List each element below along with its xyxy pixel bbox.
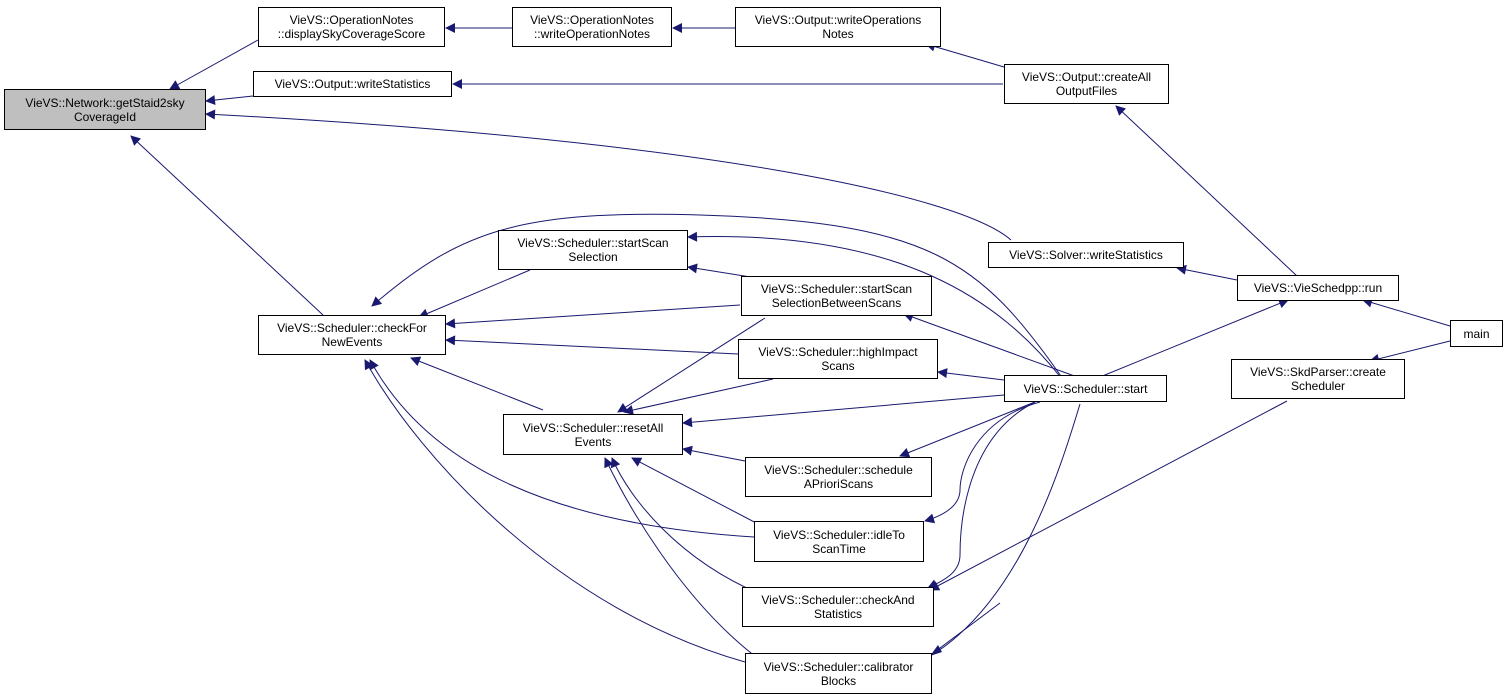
edge-start-to-startscansel — [687, 231, 1063, 380]
node-scheduler-start[interactable]: VieVS::Scheduler::start — [1004, 375, 1167, 402]
node-write-operation-notes[interactable]: VieVS::OperationNotes::writeOperationNot… — [512, 7, 672, 47]
edge-run-to-solver — [1176, 264, 1238, 281]
edge-start-to-checkfor — [371, 213, 1064, 380]
edge-calib-to-checkfor — [364, 359, 746, 663]
edge-highimpact-to-resetall — [623, 378, 774, 415]
node-display-sky-coverage-score[interactable]: VieVS::OperationNotes::displaySkyCoverag… — [258, 7, 445, 47]
edge-start-to-apriori — [899, 401, 1036, 458]
edge-start-to-checkand — [927, 401, 1036, 589]
edge-start-to-idle — [924, 401, 1041, 524]
edge-display-to-getstaid — [169, 39, 259, 90]
edge-createall-to-outwriteops — [925, 41, 1005, 68]
edge-checkfor-to-getstaid — [130, 135, 324, 316]
edge-idle-to-resetall — [631, 457, 761, 526]
edge-main-to-run — [1362, 297, 1451, 327]
edge-start-to-run — [1099, 298, 1289, 378]
arrowhead-calib-to-start — [930, 645, 942, 656]
edge-start-to-between — [903, 312, 1081, 379]
node-vieschedpp-run[interactable]: VieVS::VieSchedpp::run — [1237, 275, 1399, 301]
edge-highimpact-to-checkfor — [445, 335, 739, 355]
edge-start-to-resetall — [682, 394, 1005, 428]
edge-checkand-to-resetall — [610, 457, 761, 595]
edge-between-to-checkfor — [445, 304, 741, 329]
edge-solver-to-getstaid — [205, 109, 1012, 241]
edge-between-to-resetall — [617, 317, 766, 413]
edge-start-to-highimpact — [937, 368, 1005, 381]
edge-run-to-createall — [1115, 105, 1298, 277]
edge-skd-to-checkand — [929, 400, 1288, 591]
edge-startscansel-to-checkfor — [418, 269, 531, 319]
edge-idle-to-checkfor — [369, 359, 755, 538]
edge-resetall-to-checkfor — [410, 356, 544, 411]
node-main[interactable]: main — [1450, 320, 1503, 347]
edge-main-to-skdparser — [1369, 340, 1451, 364]
node-solver-write-statistics[interactable]: VieVS::Solver::writeStatistics — [988, 242, 1184, 268]
edge-outwritestats-to-getstaid — [205, 95, 254, 106]
edge-apriori-to-resetall — [682, 445, 746, 462]
edge-calib-to-start — [931, 403, 1081, 656]
edge-calib-to-resetall — [604, 457, 761, 661]
node-output-write-statistics[interactable]: VieVS::Output::writeStatistics — [253, 71, 452, 97]
edge-calib-to-start-head — [931, 602, 1001, 655]
